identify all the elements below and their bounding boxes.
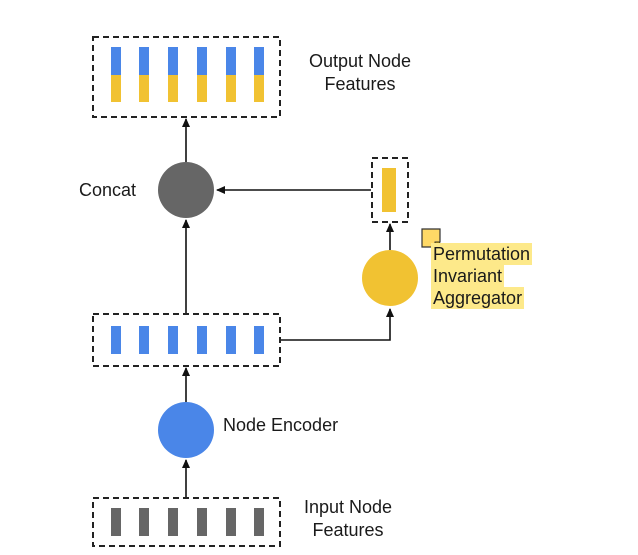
output-feature-yellow-6: [254, 75, 264, 102]
output-feature-yellow-1: [111, 75, 121, 102]
output-feature-yellow-3: [168, 75, 178, 102]
arrows: [182, 118, 394, 497]
encoded-feature-4: [197, 326, 207, 354]
output-label-line-2: Features: [324, 74, 396, 94]
aggregator-label: Permutation Invariant Aggregator: [431, 243, 533, 309]
input-feature-4: [197, 508, 207, 536]
output-features-box: [92, 36, 281, 118]
output-feature-bars: [111, 47, 264, 102]
output-feature-blue-2: [139, 47, 149, 75]
aggregated-vector-box: [371, 157, 409, 223]
input-feature-bars: [111, 508, 264, 536]
encoded-feature-6: [254, 326, 264, 354]
concat-label: Concat: [79, 180, 137, 200]
input-label-line-1: Input Node: [303, 497, 393, 517]
output-feature-blue-1: [111, 47, 121, 75]
encoded-feature-5: [226, 326, 236, 354]
input-features-box: [92, 497, 281, 547]
input-feature-6: [254, 508, 264, 536]
aggregator-node: [362, 250, 418, 306]
encoded-features-box: [92, 313, 281, 367]
output-feature-blue-4: [197, 47, 207, 75]
input-feature-1: [111, 508, 121, 536]
encoder-label: Node Encoder: [223, 415, 339, 435]
encoded-feature-bars: [111, 326, 264, 354]
output-feature-yellow-2: [139, 75, 149, 102]
input-feature-2: [139, 508, 149, 536]
aggregator-label-line-3: Aggregator: [431, 287, 525, 309]
encoder-node: [158, 402, 214, 458]
encoded-feature-1: [111, 326, 121, 354]
encoded-feature-2: [139, 326, 149, 354]
output-feature-blue-3: [168, 47, 178, 75]
aggregator-label-line-1: Permutation: [431, 243, 533, 265]
aggregated-vector-bar: [382, 168, 396, 212]
output-features-label: Output Node Features: [290, 50, 430, 96]
encoded-feature-3: [168, 326, 178, 354]
aggregator-label-line-2: Invariant: [431, 265, 505, 287]
input-features-label: Input Node Features: [280, 496, 416, 542]
output-feature-yellow-5: [226, 75, 236, 102]
arrow-encoded-to-aggregator: [281, 308, 394, 341]
input-feature-3: [168, 508, 178, 536]
output-feature-yellow-4: [197, 75, 207, 102]
output-label-line-1: Output Node: [308, 51, 412, 71]
output-feature-blue-5: [226, 47, 236, 75]
input-feature-5: [226, 508, 236, 536]
output-feature-blue-6: [254, 47, 264, 75]
input-label-line-2: Features: [312, 520, 384, 540]
concat-node: [158, 162, 214, 218]
